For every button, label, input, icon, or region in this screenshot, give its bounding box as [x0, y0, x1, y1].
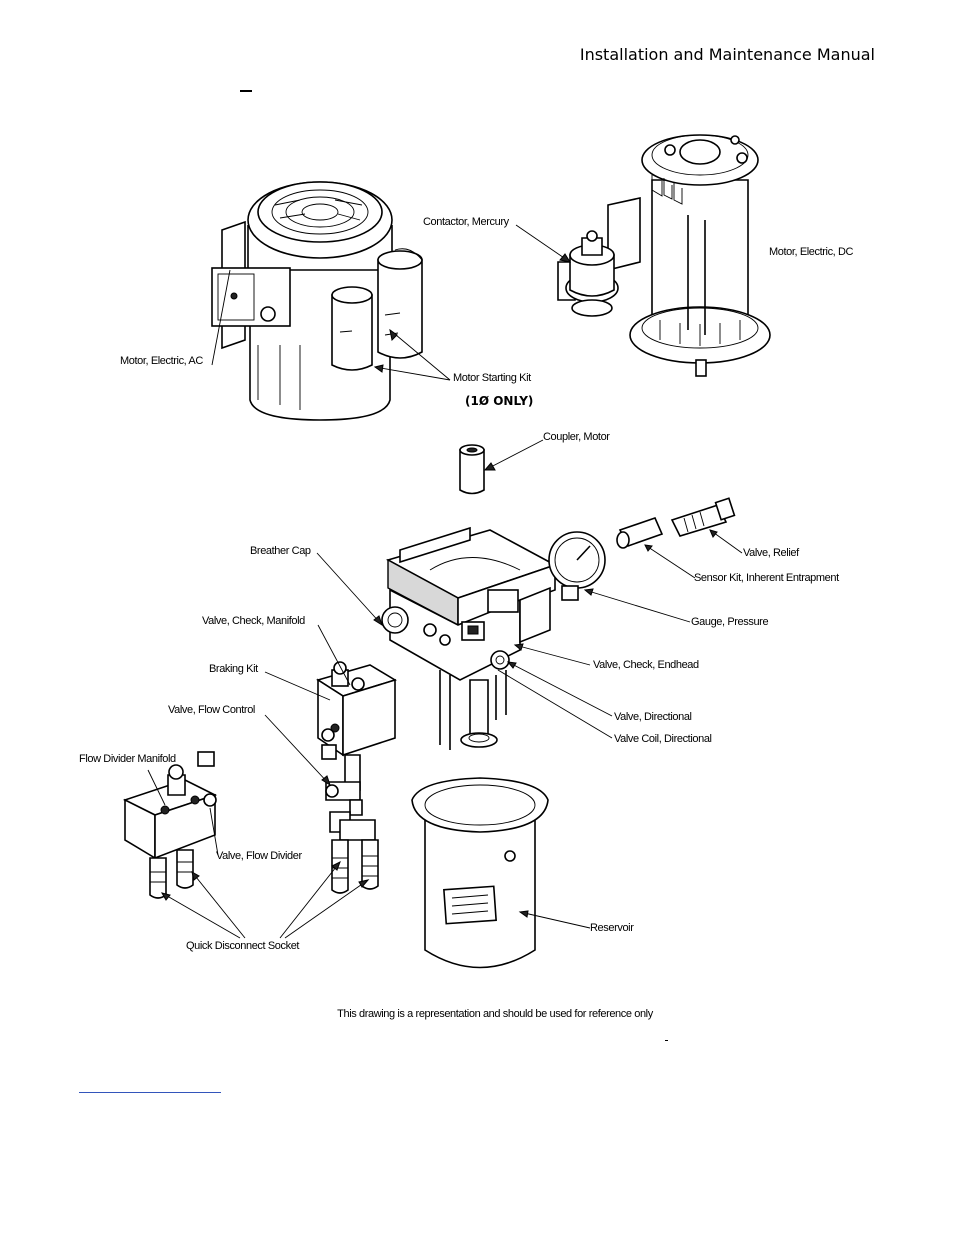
label-valve-coil-directional: Valve Coil, Directional	[614, 733, 712, 745]
label-flow-divider-manifold: Flow Divider Manifold	[79, 753, 176, 765]
label-valve-flow-divider: Valve, Flow Divider	[216, 850, 302, 862]
motor-coupler-drawing	[459, 444, 485, 495]
hyperlink-underline[interactable]	[79, 1092, 221, 1093]
label-gauge-pressure: Gauge, Pressure	[691, 616, 769, 628]
label-sensor-kit: Sensor Kit, Inherent Entrapment	[694, 572, 839, 584]
ac-motor-drawing	[211, 181, 423, 421]
braking-kit-drawing	[316, 661, 397, 757]
footer-dash-mark	[665, 1040, 668, 1041]
label-quick-disconnect-socket: Quick Disconnect Socket	[186, 940, 300, 952]
leader-lines	[147, 224, 743, 939]
label-braking-kit: Braking Kit	[209, 663, 258, 675]
flow-divider-manifold-drawing	[122, 764, 218, 899]
label-valve-directional: Valve, Directional	[614, 711, 692, 723]
label-valve-check-endhead: Valve, Check, Endhead	[593, 659, 699, 671]
label-motor-electric-dc: Motor, Electric, DC	[769, 246, 854, 258]
label-single-phase-only: (1Ø ONLY)	[465, 394, 534, 408]
hose-and-flow-control-drawing	[197, 738, 363, 816]
dc-motor-drawing	[557, 134, 771, 377]
power-unit-head-drawing	[381, 526, 606, 750]
label-motor-starting-kit: Motor Starting Kit	[453, 372, 531, 384]
label-valve-check-manifold: Valve, Check, Manifold	[202, 615, 305, 627]
label-coupler-motor: Coupler, Motor	[543, 431, 610, 443]
label-breather-cap: Breather Cap	[250, 545, 311, 557]
reservoir-drawing	[411, 777, 549, 969]
relief-valve-and-sensor-drawing	[616, 497, 736, 549]
page-header-title: Installation and Maintenance Manual	[579, 45, 875, 64]
header-dash-mark	[240, 90, 252, 92]
label-valve-relief: Valve, Relief	[743, 547, 799, 559]
footer-reference-note: This drawing is a representation and sho…	[337, 1008, 653, 1020]
label-contactor-mercury: Contactor, Mercury	[423, 216, 509, 228]
label-reservoir: Reservoir	[590, 922, 634, 934]
label-valve-flow-control: Valve, Flow Control	[168, 704, 255, 716]
right-quick-disconnect-drawing	[329, 811, 379, 894]
label-motor-electric-ac: Motor, Electric, AC	[120, 355, 203, 367]
